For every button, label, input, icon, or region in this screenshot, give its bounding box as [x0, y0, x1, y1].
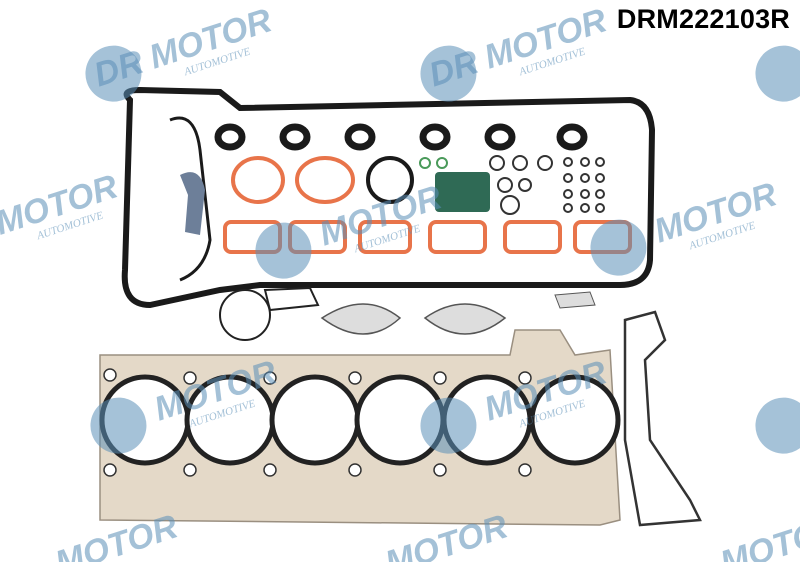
- svg-text:MOTOR: MOTOR: [716, 507, 800, 562]
- oil-pump-gasket: [219, 289, 271, 341]
- spark-plug-seals: [214, 123, 588, 151]
- exhaust-gaskets: [320, 303, 507, 335]
- o-rings: [489, 155, 605, 215]
- timing-cover-gasket: [623, 310, 702, 527]
- cylinder-head-gasket: [99, 329, 621, 526]
- intake-manifold-gaskets: [223, 156, 632, 254]
- intake-hose: [180, 172, 205, 235]
- valve-stem-seals: [435, 172, 490, 212]
- product-code: DRM222103R: [616, 4, 790, 34]
